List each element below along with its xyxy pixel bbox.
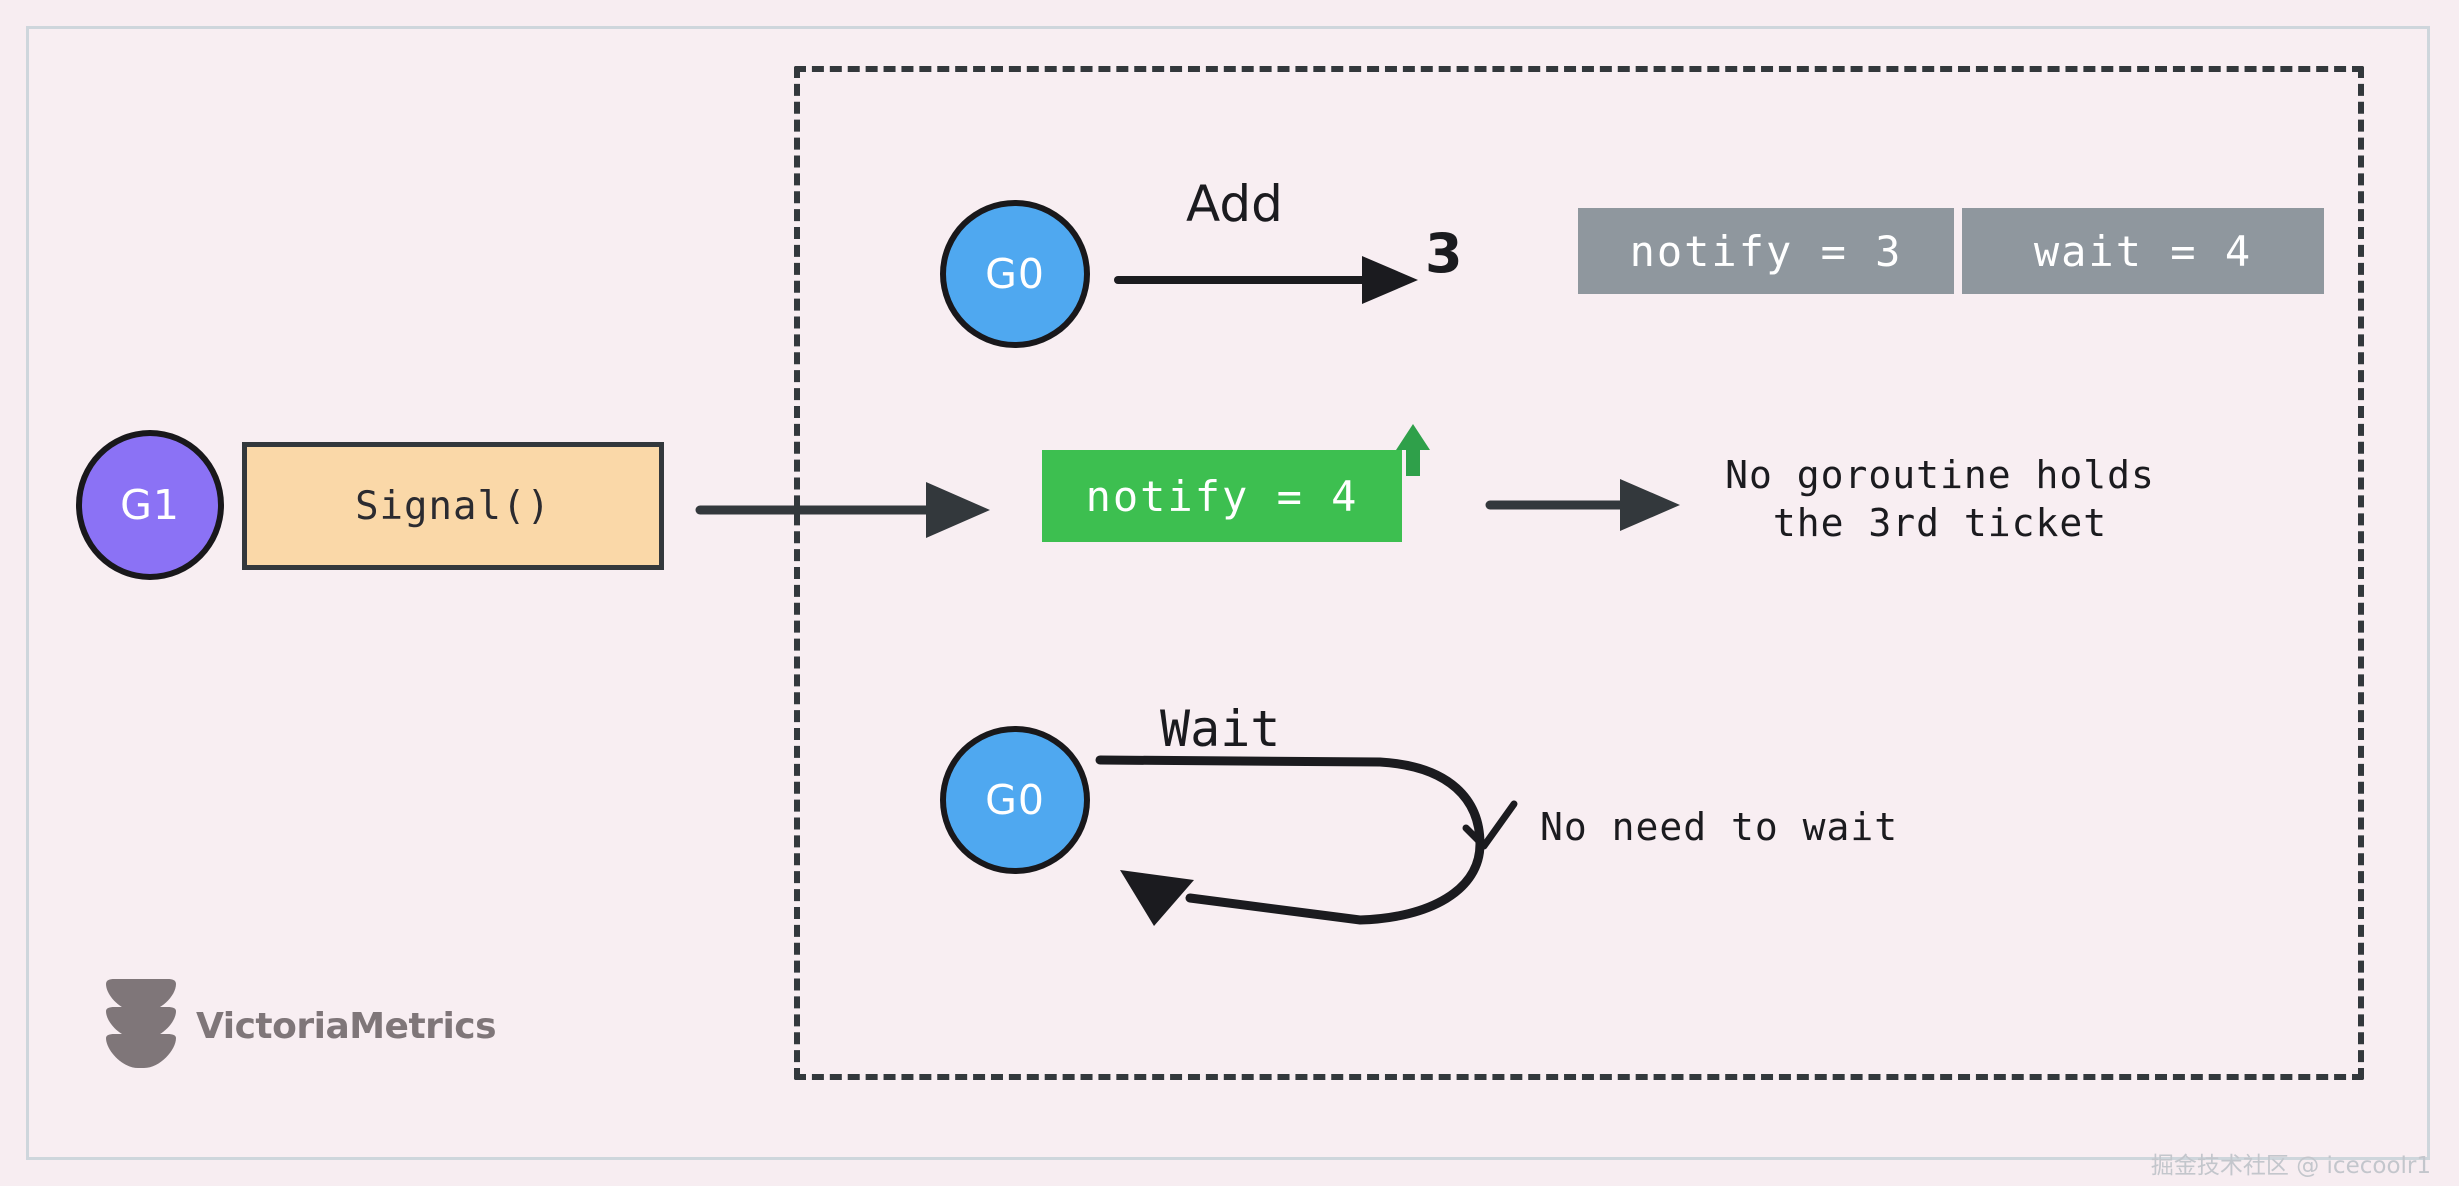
victoriametrics-logo-text: VictoriaMetrics	[196, 1005, 497, 1047]
dashed-boundary-region	[794, 66, 2364, 1080]
add-operation-label: Add	[1186, 175, 1283, 233]
victoriametrics-logo-icon	[106, 979, 176, 1068]
node-g0-wait: G0	[940, 726, 1090, 874]
watermark: 掘金技术社区 @ icecoolr1	[2150, 1153, 2431, 1179]
state-box-wait: wait = 4	[1962, 208, 2324, 294]
add-arrow	[1114, 256, 1418, 304]
node-g0-wait-label: G0	[985, 776, 1045, 824]
wait-operation-label: Wait	[1160, 700, 1281, 758]
no-need-to-wait-note: No need to wait	[1540, 805, 1899, 849]
green-notify-label: notify = 4	[1085, 471, 1359, 521]
signal-call-label: Signal()	[355, 483, 551, 529]
check-icon	[1462, 800, 1518, 850]
node-g1-label: G1	[120, 481, 180, 529]
no-goroutine-note-line2: the 3rd ticket	[1772, 500, 2108, 545]
no-goroutine-note: No goroutine holds the 3rd ticket	[1680, 452, 2200, 547]
notify-to-note-arrow	[1485, 479, 1680, 531]
ticket-number-label: 3	[1425, 222, 1463, 285]
node-g0-add-label: G0	[985, 250, 1045, 298]
increment-up-arrow-icon	[1396, 424, 1430, 476]
victoriametrics-logo: VictoriaMetrics	[104, 978, 497, 1074]
node-g0-add: G0	[940, 200, 1090, 348]
node-g1: G1	[76, 430, 224, 580]
wait-self-loop-arrow	[1095, 755, 1485, 926]
state-box-wait-label: wait = 4	[2033, 226, 2253, 276]
signal-call-box: Signal()	[242, 442, 664, 570]
no-goroutine-note-line1: No goroutine holds	[1725, 453, 2155, 497]
green-notify-box: notify = 4	[1042, 450, 1402, 542]
state-box-notify-label: notify = 3	[1629, 226, 1903, 276]
state-box-notify: notify = 3	[1578, 208, 1954, 294]
signal-to-notify-arrow	[695, 482, 990, 538]
